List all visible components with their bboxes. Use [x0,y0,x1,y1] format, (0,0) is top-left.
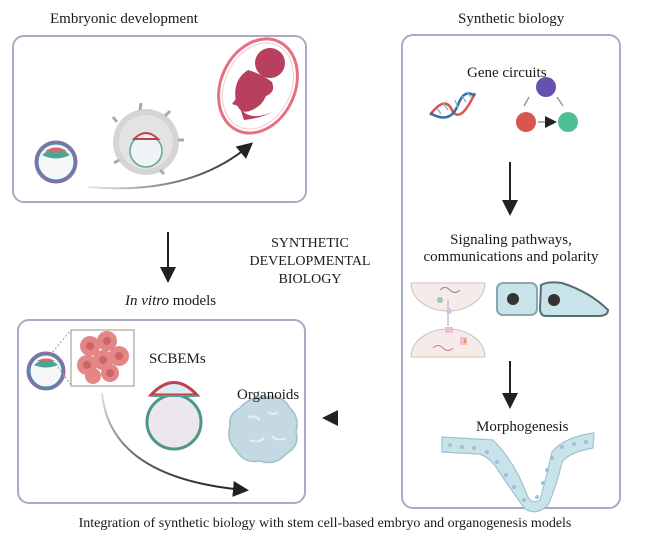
in-vitro-title-italic: In vitro [125,293,170,309]
blastocyst-inset-icon [26,329,135,391]
signaling-pathways-label-line2: communications and polarity [423,249,599,265]
in-vitro-models-title: In vitro models [125,293,216,310]
gene-node-right [558,112,578,132]
development-progression-arrow [87,142,254,190]
epithelium-fold-icon [441,432,595,513]
synthetic-biology-title: Synthetic biology [458,11,565,27]
gene-node-top [536,77,556,97]
gene-circuit-network [516,77,578,132]
organoid-icon [228,395,298,464]
scbems-label: SCBEMs [149,351,206,367]
gene-circuits-label: Gene circuits [467,65,547,81]
blastocyst-icon [34,140,78,184]
dna-helix-icon [429,91,477,119]
in-vitro-progression-arrow [101,392,249,497]
center-label-line2: DEVELOPMENTAL [249,254,371,269]
center-label-line1: SYNTHETIC [271,236,349,251]
signaling-pathways-label-line1: Signaling pathways, [450,232,572,248]
embryonic-development-title: Embryonic development [50,11,198,27]
organoids-label: Organoids [237,387,300,403]
gene-node-left [516,112,536,132]
synthetic-biology-panel [401,34,621,509]
figure-caption: Integration of synthetic biology with st… [78,516,572,531]
in-vitro-title-rest: models [169,293,217,309]
polarized-cells-icon [496,281,610,317]
fetus-icon [217,37,299,135]
center-label-line3: BIOLOGY [278,272,342,287]
morphogenesis-label: Morphogenesis [476,419,569,435]
cell-signaling-icon [410,282,486,358]
implanting-embryo-icon [111,102,184,176]
scbem-icon [145,381,203,451]
